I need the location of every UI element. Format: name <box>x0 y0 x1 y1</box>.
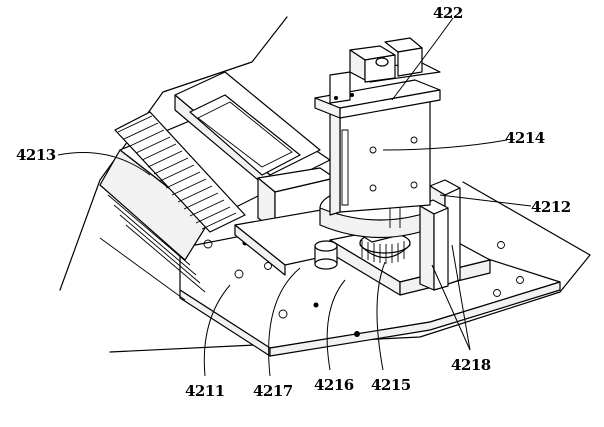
top-clamp <box>314 37 441 119</box>
knob <box>314 240 338 270</box>
upright-column <box>329 99 431 216</box>
label-4215: 4215 <box>371 376 411 394</box>
callout-labels: 422 4214 4213 4212 4211 4217 4216 4215 4… <box>16 4 571 400</box>
label-4213: 4213 <box>16 146 56 164</box>
side-brackets <box>419 179 461 291</box>
label-4214: 4214 <box>505 129 545 147</box>
label-422: 422 <box>433 4 463 22</box>
label-4217: 4217 <box>253 382 293 400</box>
label-4216: 4216 <box>314 376 354 394</box>
motor-housing <box>174 71 321 191</box>
label-4218: 4218 <box>451 356 491 374</box>
leader-lines <box>57 17 532 377</box>
lead-screw <box>114 111 246 233</box>
screw-threads <box>117 115 237 230</box>
label-4211: 4211 <box>185 382 225 400</box>
label-4212: 4212 <box>531 198 571 216</box>
